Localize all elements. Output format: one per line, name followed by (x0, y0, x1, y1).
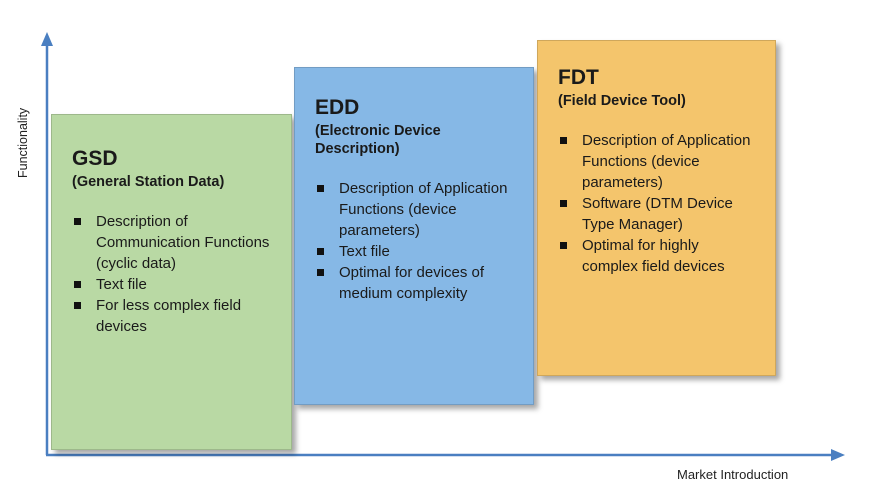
list-item: Text file (72, 274, 285, 295)
gsd-box: GSD (General Station Data) Description o… (51, 114, 292, 450)
gsd-title: GSD (72, 147, 118, 170)
list-item: Text file (315, 241, 527, 262)
edd-box: EDD (Electronic Device Description) Desc… (294, 67, 534, 405)
fdt-title: FDT (558, 66, 599, 89)
square-bullet-icon (560, 242, 567, 249)
fdt-bullet-list: Description of Application Functions (de… (558, 130, 769, 277)
list-item: Description of Communication Functions (… (72, 211, 276, 274)
x-axis-arrow-icon (831, 449, 845, 461)
square-bullet-icon (74, 302, 81, 309)
square-bullet-icon (560, 200, 567, 207)
list-item: Description of Application Functions (de… (558, 130, 774, 193)
list-item: Optimal for highly complex field devices (558, 235, 752, 277)
edd-bullet-list: Description of Application Functions (de… (315, 178, 527, 304)
square-bullet-icon (317, 269, 324, 276)
list-item: Optimal for devices of medium complexity (315, 262, 511, 304)
y-axis-arrow-icon (41, 32, 53, 46)
square-bullet-icon (317, 248, 324, 255)
x-axis-label: Market Introduction (677, 467, 789, 482)
square-bullet-icon (560, 137, 567, 144)
y-axis-label: Functionality (16, 107, 30, 178)
gsd-subtitle: (General Station Data) (72, 174, 225, 190)
fdt-subtitle: (Field Device Tool) (558, 93, 686, 109)
square-bullet-icon (74, 281, 81, 288)
list-item: For less complex field devices (72, 295, 276, 337)
fdt-box: FDT (Field Device Tool) Description of A… (537, 40, 776, 376)
edd-title: EDD (315, 96, 360, 119)
square-bullet-icon (74, 218, 81, 225)
list-item: Description of Application Functions (de… (315, 178, 531, 241)
square-bullet-icon (317, 185, 324, 192)
gsd-bullet-list: Description of Communication Functions (… (72, 211, 285, 337)
edd-subtitle: (Electronic Device Description) (315, 123, 441, 157)
list-item: Software (DTM Device Type Manager) (558, 193, 742, 235)
